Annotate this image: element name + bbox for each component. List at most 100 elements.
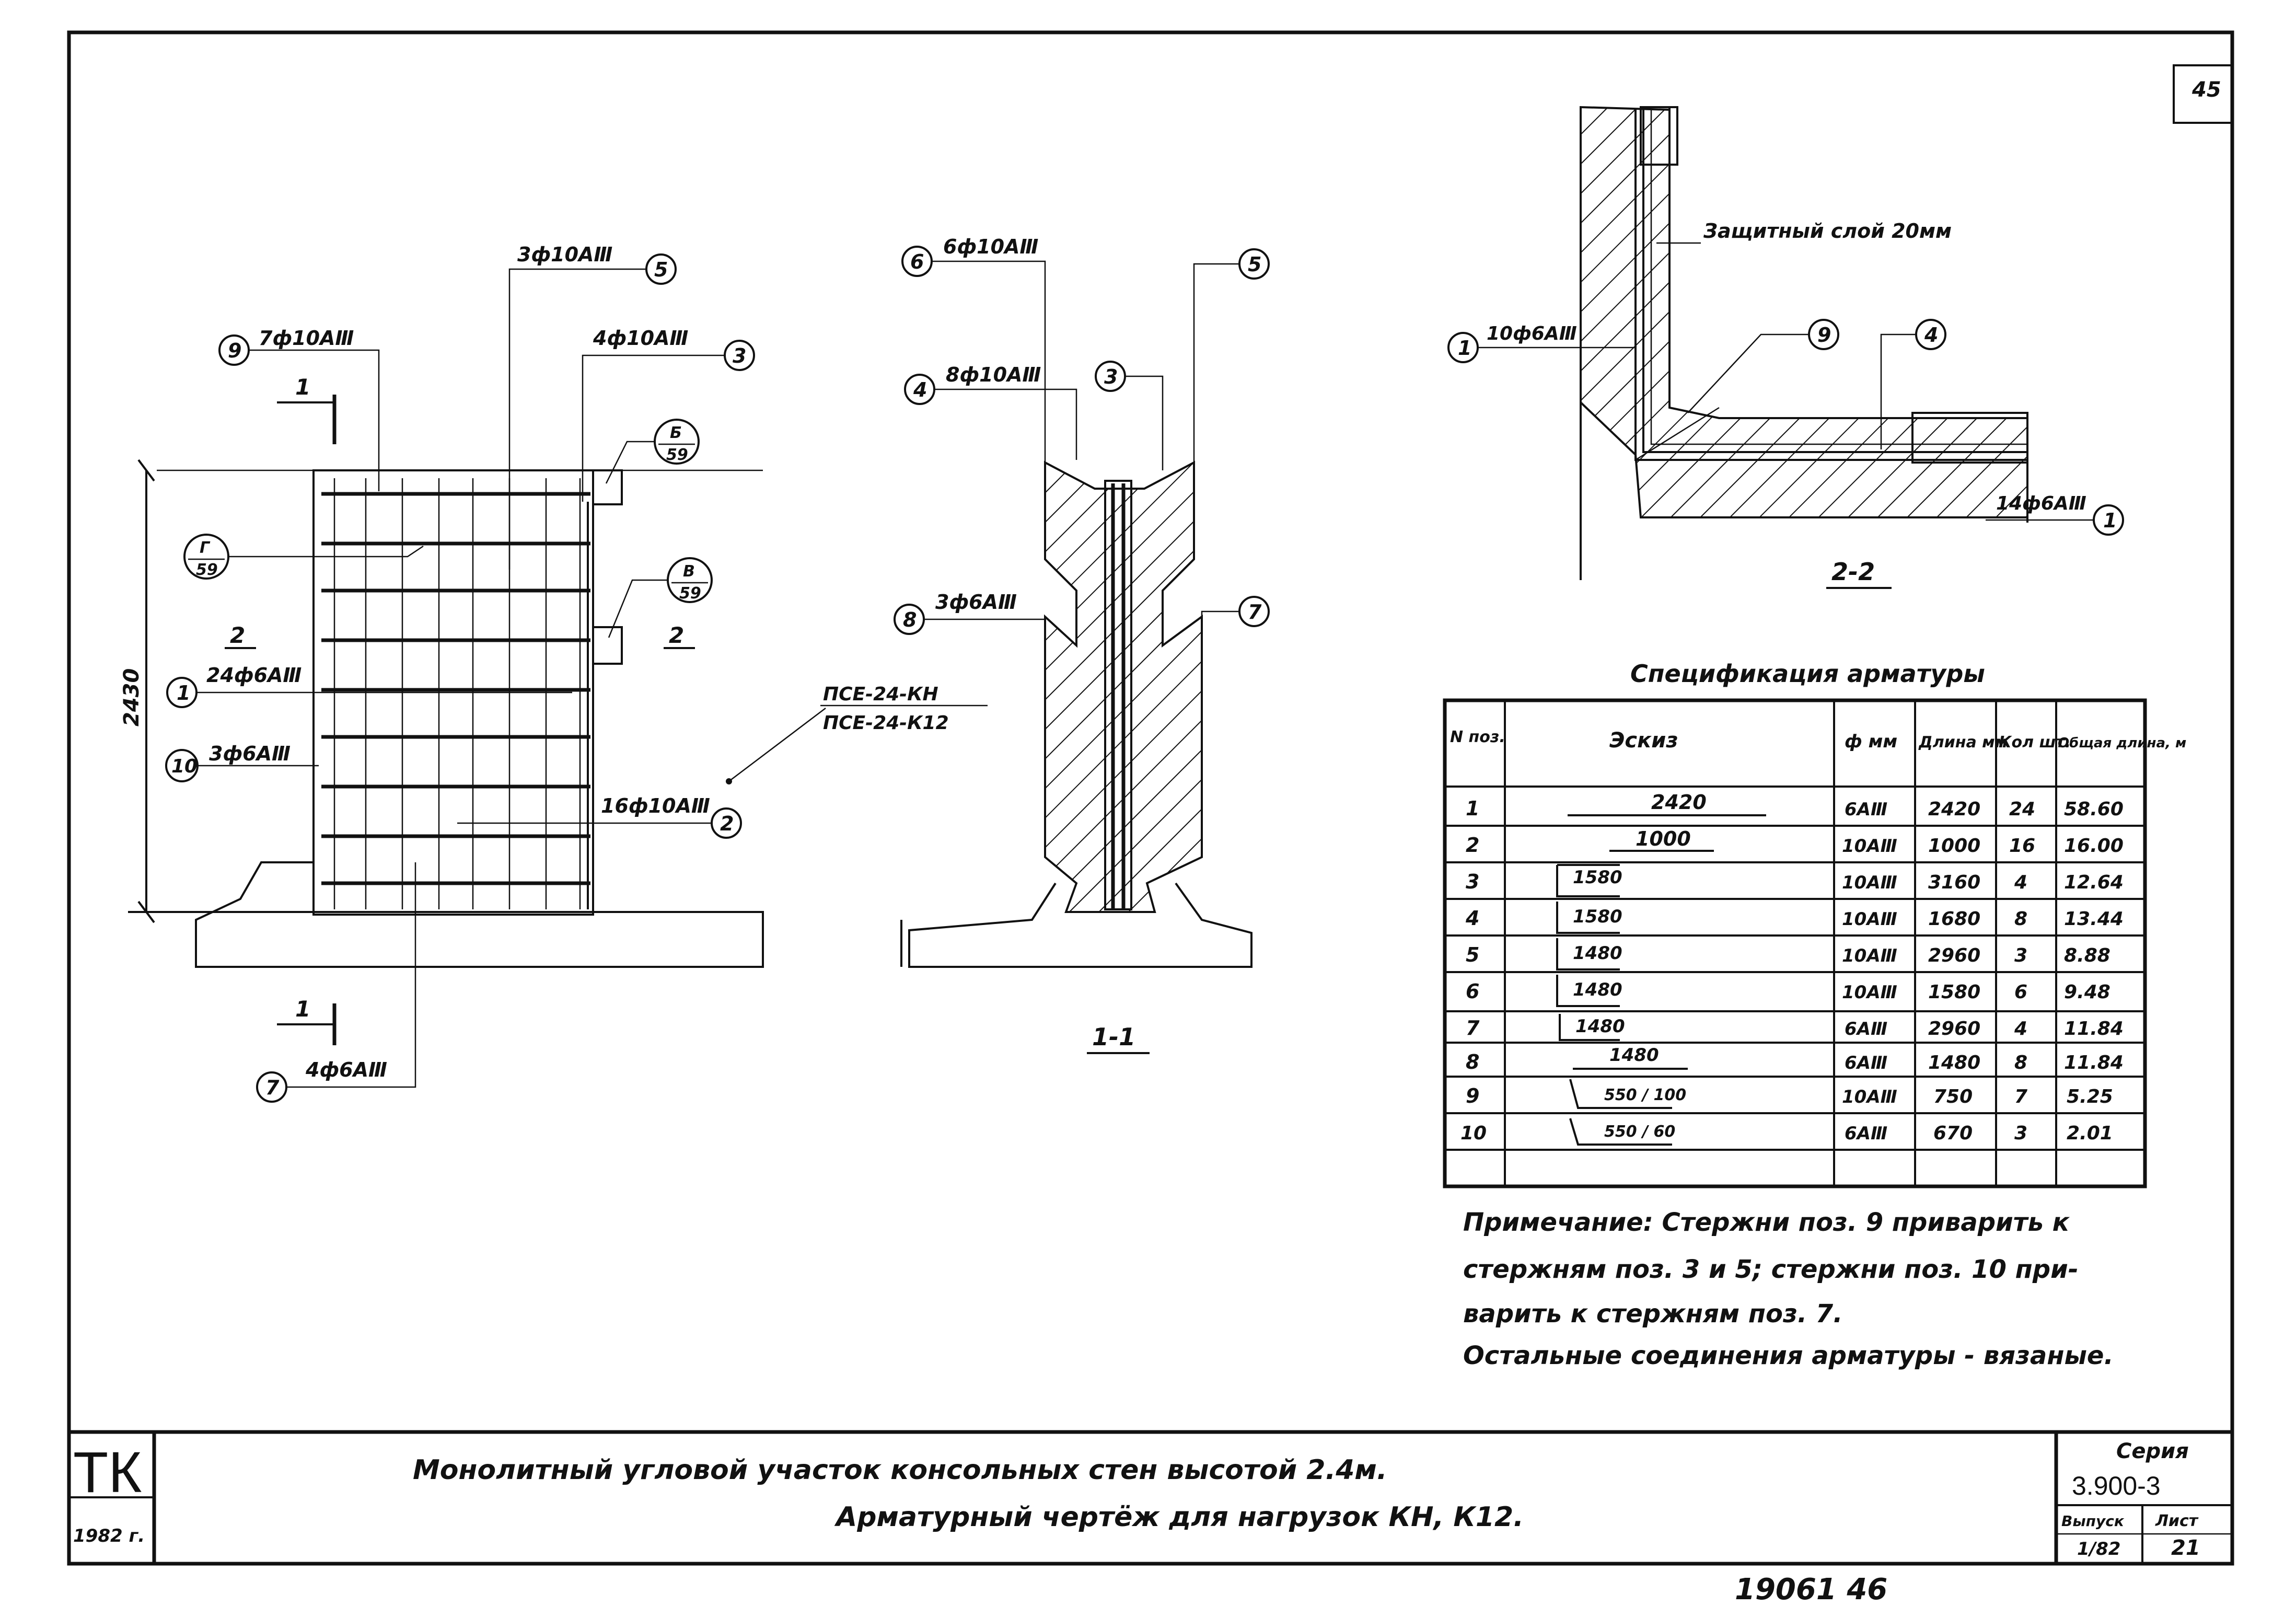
spec-row-dia: 10АⅢ <box>1842 1087 1897 1107</box>
section-1-mark-top: 1 <box>295 374 310 400</box>
spec-row-len: 750 <box>1933 1086 1973 1107</box>
spec-row-sketch: 1480 <box>1609 1045 1659 1066</box>
callout-1-num: 1 <box>177 682 190 704</box>
callout-3-text: 4ф10АⅢ <box>593 327 688 350</box>
sheet-label: Лист <box>2155 1512 2199 1530</box>
spec-row-len: 2960 <box>1928 945 1980 966</box>
elevation-view: 2430 1 1 2 2 <box>120 374 764 1045</box>
s22-callout-4-num: 4 <box>1924 324 1938 346</box>
spec-row-qty: 8 <box>2014 1052 2027 1073</box>
spec-row-pos: 9 <box>1466 1084 1479 1107</box>
spec-row-qty: 3 <box>2014 945 2027 966</box>
spec-row-sketch: 1480 <box>1573 943 1622 964</box>
issue-label: Выпуск <box>2061 1512 2125 1530</box>
spec-row-len: 2960 <box>1928 1018 1980 1040</box>
callout-7-num: 7 <box>265 1076 280 1099</box>
section-1-1-view: 1-1 <box>900 460 1253 1054</box>
section-1-1-callouts: 6 6ф10АⅢ 5 4 8ф10АⅢ 3 8 3ф6АⅢ 7 <box>894 235 1270 635</box>
spec-row-dia: 6АⅢ <box>1845 799 1887 820</box>
series-label: Серия <box>2116 1439 2189 1463</box>
spec-row-qty: 4 <box>2014 1018 2027 1040</box>
spec-row-qty: 16 <box>2009 835 2035 857</box>
section-2-mark-right: 2 <box>669 622 684 648</box>
issue-value: 1/82 <box>2077 1539 2120 1560</box>
spec-table: Спецификация арматуры N поз. Эскиз ф <box>1443 660 2186 1188</box>
spec-row-total: 12.64 <box>2064 872 2124 893</box>
s11-callout-3-num: 3 <box>1104 365 1118 388</box>
spec-row-qty: 4 <box>2014 872 2027 893</box>
spec-row-dia: 6АⅢ <box>1845 1053 1887 1073</box>
note-line-2: стержням поз. 3 и 5; стержни поз. 10 при… <box>1463 1255 2079 1284</box>
spec-row-sketch: 1580 <box>1573 867 1622 888</box>
spec-row-total: 2.01 <box>2067 1123 2113 1144</box>
logo-tk: ТК <box>73 1440 142 1505</box>
s11-callout-5-num: 5 <box>1248 253 1261 276</box>
callout-1-text: 24ф6АⅢ <box>206 664 302 687</box>
callout-7-text: 4ф6АⅢ <box>305 1058 387 1081</box>
spec-row-len: 2420 <box>1928 799 1980 820</box>
spec-header-qty: Кол шт. <box>1999 733 2071 752</box>
spec-row-dia: 10АⅢ <box>1842 945 1897 966</box>
spec-title: Спецификация арматуры <box>1630 660 1985 688</box>
spec-row-total: 58.60 <box>2064 799 2124 820</box>
spec-row-pos: 7 <box>1466 1017 1480 1040</box>
note-line-4: Остальные соединения арматуры - вязаные. <box>1463 1341 2114 1370</box>
cover-note: Защитный слой 20мм <box>1703 220 1952 242</box>
spec-row-sketch: 1000 <box>1636 827 1691 850</box>
s11-callout-4-num: 4 <box>913 378 927 401</box>
spec-row-qty: 3 <box>2014 1123 2027 1144</box>
s22-callout-1-num: 1 <box>1458 337 1471 360</box>
detail-v-letter: В <box>683 562 695 581</box>
spec-row-qty: 7 <box>2014 1086 2027 1107</box>
callout-10-num: 10 <box>171 756 198 777</box>
spec-row-pos: 5 <box>1466 943 1479 966</box>
s11-callout-6-num: 6 <box>910 250 924 273</box>
s11-callout-6-text: 6ф10АⅢ <box>943 235 1038 258</box>
spec-row-sketch: 2420 <box>1651 791 1707 814</box>
page-number: 45 <box>2191 78 2221 102</box>
detail-g-letter: Г <box>200 539 211 557</box>
spec-row-dia: 6АⅢ <box>1845 1123 1887 1144</box>
spec-row-dia: 10АⅢ <box>1842 872 1897 893</box>
spec-header-len: Длина мм <box>1918 733 2008 752</box>
s22-callout-1-text: 10ф6АⅢ <box>1487 323 1577 344</box>
detail-v-sheet: 59 <box>679 584 701 603</box>
spec-row-dia: 10АⅢ <box>1842 836 1897 857</box>
spec-row-qty: 8 <box>2014 908 2027 930</box>
spec-row-sketch: 1580 <box>1573 906 1622 927</box>
spec-row-dia: 6АⅢ <box>1845 1019 1887 1040</box>
spec-row-sketch: 1480 <box>1575 1016 1625 1037</box>
spec-row-total: 9.48 <box>2064 981 2111 1003</box>
section-2-2-callouts: 1 10ф6АⅢ 9 4 1 14ф6АⅢ <box>1447 319 2124 536</box>
note-line-3: варить к стержням поз. 7. <box>1463 1299 1842 1329</box>
product-mark-kn: ПСЕ-24-КН <box>823 684 938 705</box>
year: 1982 г. <box>73 1526 145 1546</box>
spec-row-sketch: 1480 <box>1573 979 1622 1000</box>
spec-header-pos: N поз. <box>1450 728 1505 746</box>
spec-row-pos: 1 <box>1466 797 1479 820</box>
series-value: 3.900-3 <box>2072 1471 2161 1500</box>
page-number-box <box>2173 64 2233 124</box>
spec-row-pos: 10 <box>1460 1123 1487 1144</box>
section-2-2-view: Защитный слой 20мм 2-2 <box>1580 106 2028 589</box>
section-1-mark-bottom: 1 <box>295 996 310 1022</box>
spec-row-total: 11.84 <box>2064 1018 2124 1040</box>
spec-row-len: 1680 <box>1928 908 1980 930</box>
detail-b-sheet: 59 <box>666 446 688 464</box>
elevation-callouts: 9 7ф10АⅢ 5 3ф10АⅢ 3 4ф10АⅢ Б 59 Г 59 В 5… <box>165 243 988 1103</box>
detail-b-letter: Б <box>670 424 682 442</box>
spec-row-sketch: 550 / 100 <box>1604 1086 1686 1104</box>
sheet-frame <box>67 30 2234 1566</box>
spec-header-sketch: Эскиз <box>1609 729 1678 753</box>
spec-row-pos: 4 <box>1465 907 1479 930</box>
s11-callout-8-text: 3ф6АⅢ <box>935 591 1017 614</box>
product-mark-k12: ПСЕ-24-К12 <box>823 712 949 734</box>
spec-row-total: 13.44 <box>2064 908 2124 930</box>
title-line-1: Монолитный угловой участок консольных ст… <box>413 1454 1387 1486</box>
note-line-1: Примечание: Стержни поз. 9 приварить к <box>1463 1208 2070 1237</box>
callout-5-text: 3ф10АⅢ <box>517 243 612 266</box>
spec-row-len: 1480 <box>1928 1052 1980 1073</box>
sheet-value: 21 <box>2171 1536 2200 1560</box>
spec-row-qty: 6 <box>2014 981 2027 1003</box>
